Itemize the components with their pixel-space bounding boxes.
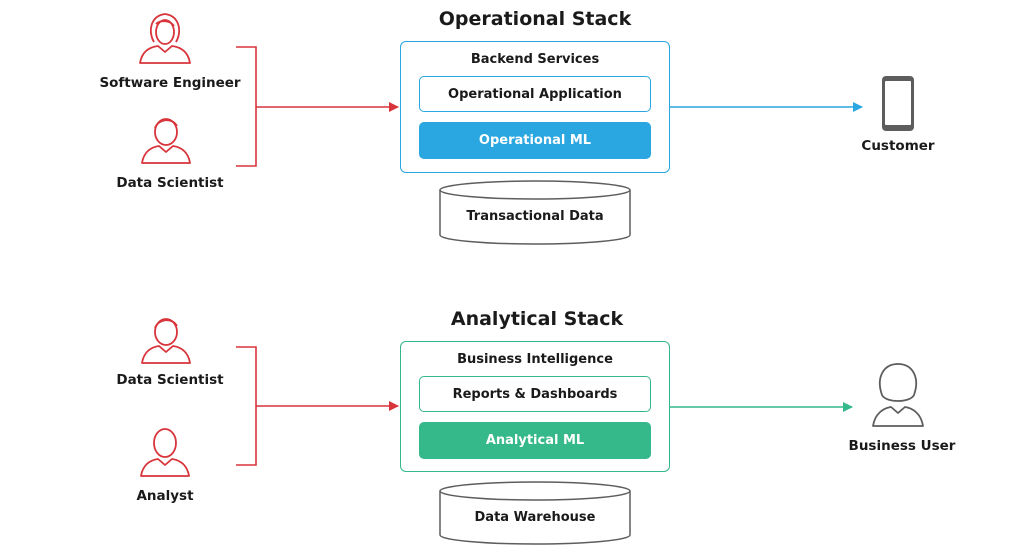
analytical-ml-box: Analytical ML xyxy=(419,422,651,459)
analytical-stack-title: Analytical Stack xyxy=(450,308,624,330)
role-data-scientist: Data Scientist xyxy=(116,372,224,388)
user-icon xyxy=(141,318,191,364)
user-icon xyxy=(872,363,924,427)
transactional-data-label: Transactional Data xyxy=(466,209,604,224)
smartphone-icon xyxy=(882,76,914,131)
user-icon xyxy=(141,118,191,164)
role-analyst: Analyst xyxy=(136,488,194,504)
transactional-data-cylinder xyxy=(439,180,631,245)
role-software-engineer: Software Engineer xyxy=(99,75,241,91)
user-icon xyxy=(140,428,190,477)
operational-bracket xyxy=(236,46,257,167)
consumer-business-user: Business User xyxy=(848,438,956,454)
operational-stack-title: Operational Stack xyxy=(438,8,632,30)
operational-application-box: Operational Application xyxy=(419,76,651,112)
role-data-scientist: Data Scientist xyxy=(116,175,224,191)
data-warehouse-cylinder xyxy=(439,481,631,545)
reports-dashboards-box: Reports & Dashboards xyxy=(419,376,651,412)
frame-title: Backend Services xyxy=(470,52,600,67)
female-user-icon xyxy=(139,13,191,64)
data-warehouse-label: Data Warehouse xyxy=(474,510,596,525)
analytical-bracket xyxy=(236,346,257,466)
consumer-customer: Customer xyxy=(861,138,935,154)
operational-ml-box: Operational ML xyxy=(419,122,651,159)
frame-title: Business Intelligence xyxy=(457,352,613,367)
